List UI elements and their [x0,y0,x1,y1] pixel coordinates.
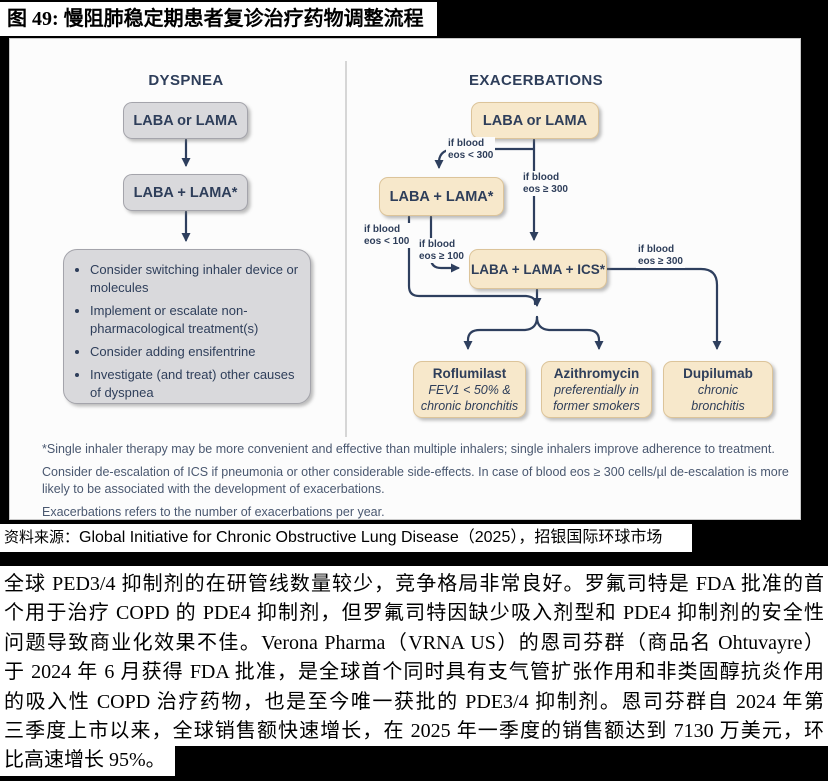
paragraph-line: 三季度上市以来，全球销售额快速增长，在 2025 年一季度的销售额达到 7130… [4,720,824,743]
footnote-line: Exacerbations refers to the number of ex… [42,505,385,519]
node-dupilumab: Dupilumab chronic bronchitis [663,361,773,418]
label-line: eos ≥ 100 [419,250,464,262]
node-label: LABA + LAMA* [133,184,238,201]
node-exac-laba-lama: LABA + LAMA* [379,177,504,216]
outcome-detail: chronic [697,383,739,397]
figure-title: 图 49: 慢阻肺稳定期患者复诊治疗药物调整流程 [7,8,424,30]
label-line: if blood [419,239,456,250]
paragraph-line: 个用于治疗 COPD 的 PDE4 抑制剂，但罗氟司特因缺少吸入剂型和 PDE4… [4,602,824,625]
paragraph-line: 问题导致商业化效果不佳。Verona Pharma（VRNA US）的恩司芬群（… [4,631,824,654]
label-line: if blood [638,244,675,255]
outcome-detail: FEV1 < 50% & [428,383,511,397]
source-prefix: 资料来源： [4,530,80,546]
label-eos-ge-300-right: if blood eos ≥ 300 [636,243,685,268]
label-line: if blood [523,172,560,183]
node-exac-laba-lama-ics: LABA + LAMA + ICS* [469,249,607,289]
node-azithromycin: Azithromycin preferentially in former sm… [541,361,652,418]
node-exac-laba-or-lama: LABA or LAMA [471,102,599,139]
footnote-line: Consider de-escalation of ICS if pneumon… [42,465,789,479]
label-eos-ge-100: if blood eos ≥ 100 [417,238,466,263]
label-line: eos ≥ 300 [638,255,683,267]
node-label: LABA or LAMA [133,112,238,129]
paragraph-line: 全球 PED3/4 抑制剂的在研管线数量较少，竞争格局非常良好。罗氟司特是 FD… [4,573,824,595]
paragraph-line: 的吸入性 COPD 治疗药物，也是至今唯一获批的 PDE3/4 抑制剂。恩司芬群… [4,690,824,713]
black-crop-region [0,776,175,781]
outcome-name: Azithromycin [553,366,640,381]
node-dyspnea-laba-or-lama: LABA or LAMA [123,102,248,139]
source-line: 资料来源：Global Initiative for Chronic Obstr… [0,524,692,552]
exacerbations-header: EXACERBATIONS [468,72,604,89]
figure-footnotes: *Single inhaler therapy may be more conv… [42,441,790,521]
outcome-name: Roflumilast [432,366,507,381]
node-label: LABA + LAMA + ICS* [470,261,605,277]
label-eos-lt-300: if blood eos < 300 [446,137,496,162]
outcome-detail: chronic bronchitis [420,399,519,413]
label-line: eos < 300 [448,149,494,161]
dyspnea-header: DYSPNEA [148,72,224,89]
outcome-detail: bronchitis [691,399,745,413]
node-dyspnea-laba-lama: LABA + LAMA* [123,174,248,211]
label-eos-lt-100: if blood eos < 100 [362,223,412,248]
body-paragraph: 全球 PED3/4 抑制剂的在研管线数量较少，竞争格局非常良好。罗氟司特是 FD… [0,566,828,781]
footnote-line: *Single inhaler therapy may be more conv… [42,442,775,456]
footnote-line: likely to be associated with the develop… [42,482,385,496]
arrow-to-azithromycin [535,315,604,350]
dyspnea-actions-box: Consider switching inhaler device or mol… [63,249,311,404]
label-line: eos ≥ 300 [523,183,568,195]
label-line: if blood [448,138,485,149]
node-label: LABA or LAMA [482,112,588,129]
outcome-detail: former smokers [553,399,640,413]
list-item: Consider adding ensifentrine [90,343,302,361]
outcome-name: Dupilumab [683,366,753,381]
black-crop-region [175,746,828,781]
figure-title-bar: 图 49: 慢阻肺稳定期患者复诊治疗药物调整流程 [0,2,437,36]
label-line: if blood [364,224,401,235]
dyspnea-actions-list: Consider switching inhaler device or mol… [70,261,302,407]
flowchart-figure: DYSPNEA EXACERBATIONS LABA or LAMA LABA … [9,38,801,520]
label-eos-ge-300-top: if blood eos ≥ 300 [521,171,570,196]
paragraph-line: 于 2024 年 6 月获得 FDA 批准，是全球首个同时具有支气管扩张作用和非… [4,661,824,684]
list-item: Consider switching inhaler device or mol… [90,261,302,297]
outcome-detail: preferentially in [554,383,639,397]
label-line: eos < 100 [364,235,410,247]
paragraph-line: 比高速增长 95%。 [4,749,166,772]
source-text: Global Initiative for Chronic Obstructiv… [79,529,663,546]
arrow-to-dupilumab [605,267,722,350]
arrow-to-roflumilast [463,315,539,350]
node-roflumilast: Roflumilast FEV1 < 50% & chronic bronchi… [413,361,526,418]
node-label: LABA + LAMA* [389,188,494,205]
list-item: Investigate (and treat) other causes of … [90,366,302,402]
list-item: Implement or escalate non-pharmacologica… [90,302,302,338]
